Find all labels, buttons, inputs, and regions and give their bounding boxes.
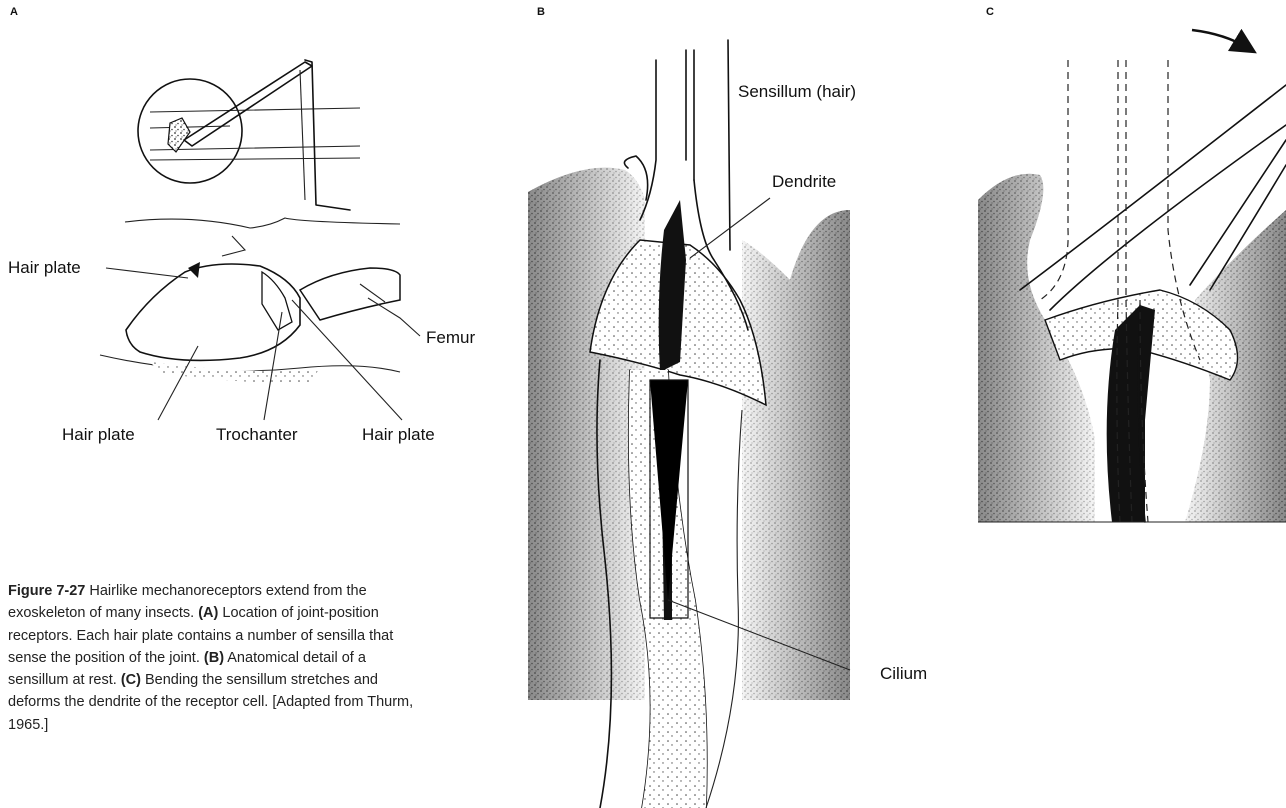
- panel-c-illustration: [0, 0, 1286, 808]
